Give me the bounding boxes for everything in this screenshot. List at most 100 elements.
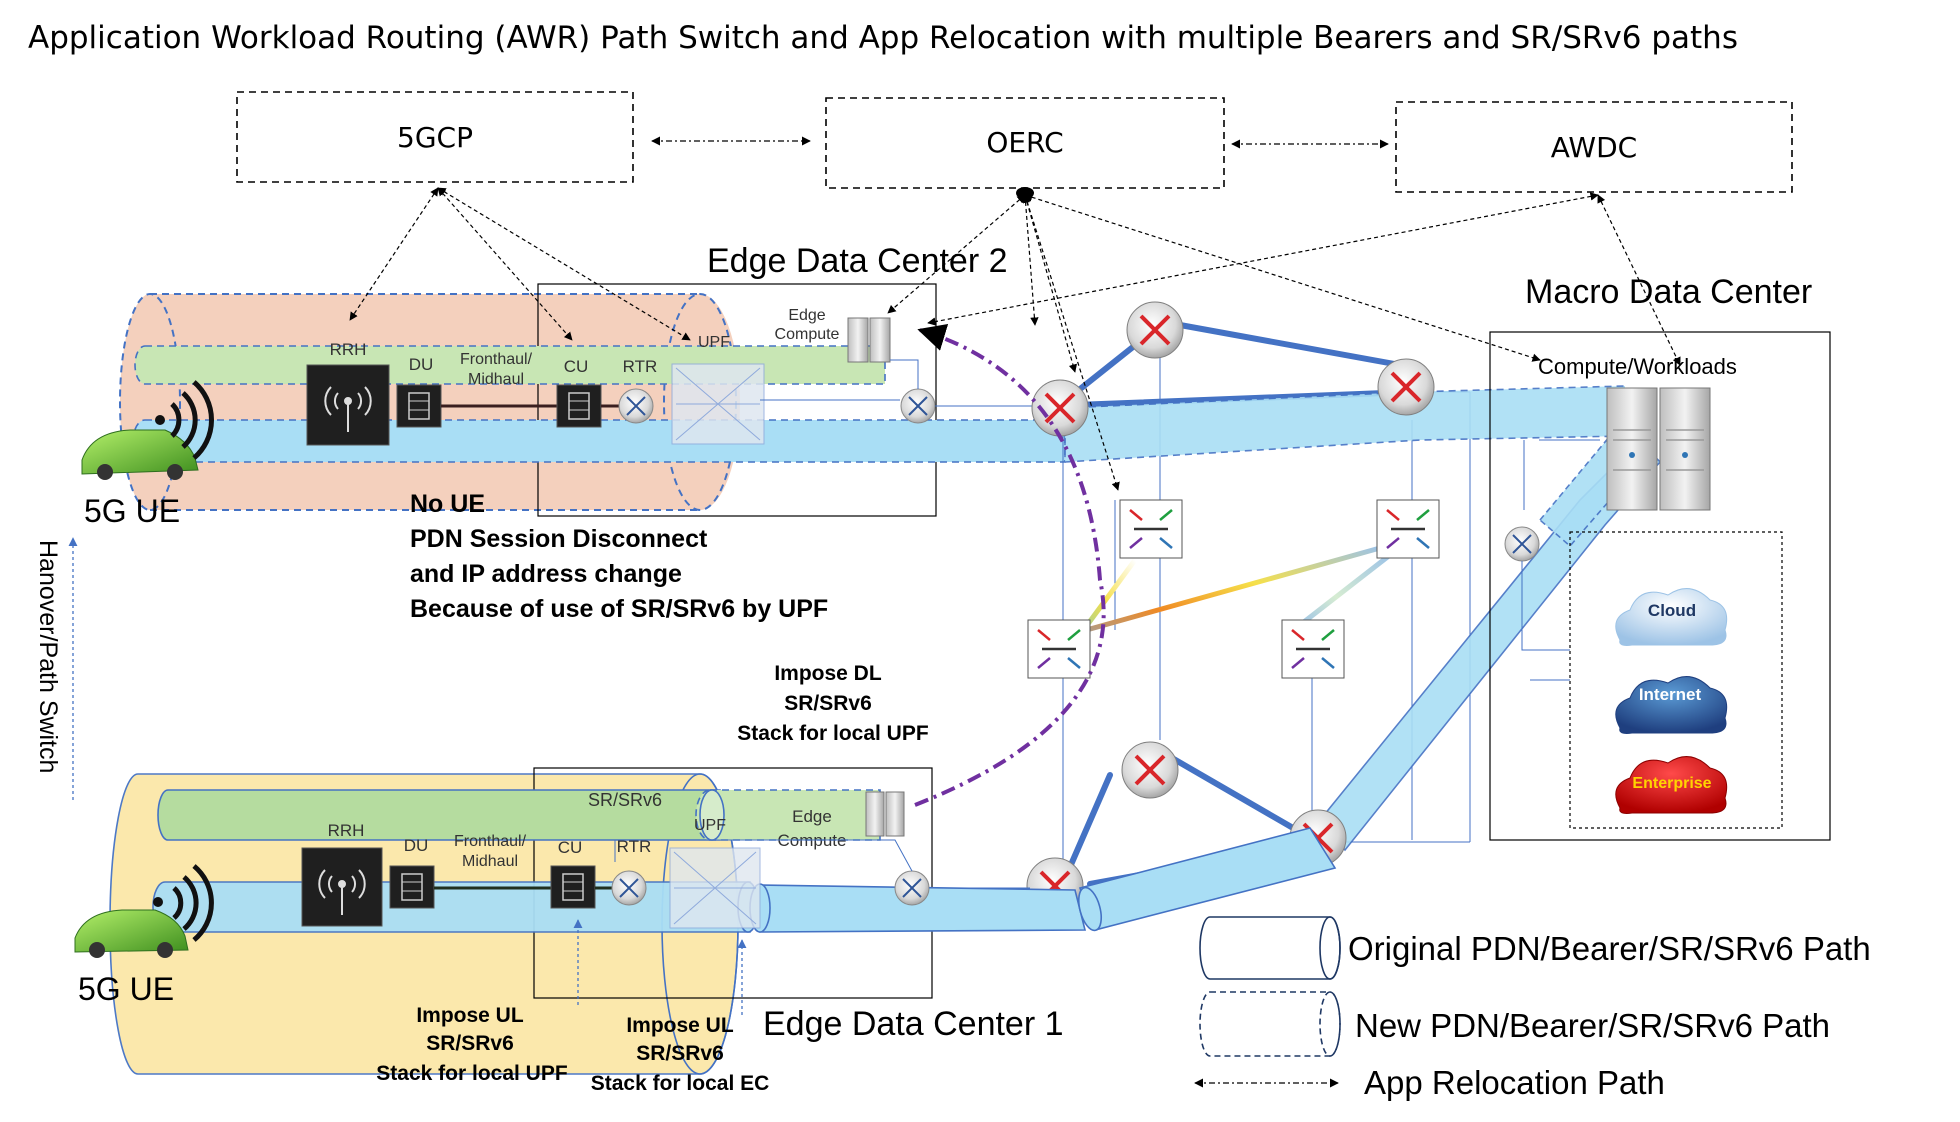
dc1-rtr-label: RTR [617,837,652,856]
dc2-du-label: DU [409,355,434,374]
legend-new-label: New PDN/Bearer/SR/SRv6 Path [1355,1007,1830,1044]
core-switch-1[interactable] [1119,499,1183,559]
dc2-edge-label: Edge [788,307,825,324]
ue-top[interactable]: 5G UE [81,380,214,529]
enterprise-label: Enterprise [1632,775,1711,792]
dc1-cu-label: CU [558,838,583,857]
dc2-rrh[interactable]: RRH [306,340,390,446]
dc1-upf[interactable]: UPF [669,817,761,929]
edge-dc2-label: Edge Data Center 2 [707,242,1008,280]
dc1-du[interactable]: DU [389,836,435,909]
app-relocation-path [914,323,1106,807]
controller-signaling [349,187,1681,491]
server-icon [847,317,891,363]
edge-dc1-group [109,767,1337,1075]
controller-awdc[interactable]: AWDC [1395,101,1793,193]
dc2-cu-label: CU [564,357,589,376]
cloud-label: Cloud [1648,601,1696,620]
internet-label: Internet [1639,685,1702,704]
ue-bottom[interactable]: 5G UE [74,864,214,1007]
dc1-srv6-label: SR/SRv6 [588,790,662,810]
controller-oerc[interactable]: OERC [825,97,1225,189]
wireless-signal-icon [155,380,214,460]
dc1-edge-router[interactable] [894,870,930,906]
legend-relocation-label: App Relocation Path [1364,1064,1665,1101]
controller-oerc-label: OERC [986,126,1063,159]
dc1-green-tube [157,789,721,841]
impose-dl-label: Impose DL SR/SRv6 Stack for local UPF [737,662,929,745]
path-tube-top [1064,385,1626,463]
antenna-icon [318,869,366,915]
internet-icon[interactable]: Internet [1615,676,1728,734]
cloud-icon[interactable]: Cloud [1615,588,1728,646]
core-router-2[interactable] [1126,301,1184,359]
wireless-signal-icon [153,864,214,942]
dc2-upf-label: UPF [698,334,730,351]
ue-bottom-label: 5G UE [78,971,174,1007]
dc2-edge-router[interactable] [900,388,936,424]
legend: Original PDN/Bearer/SR/SRv6 Path New PDN… [1194,916,1871,1101]
car-icon [74,909,189,953]
server-rack-icon[interactable] [1606,387,1711,511]
macro-services-box [1569,531,1783,829]
dc2-compute-label: Compute [775,326,840,343]
dc2-cu[interactable]: CU [556,357,602,428]
handover-indicator: Hanover/Path Switch [34,537,78,800]
svg-text:Impose UL: Impose UL [416,1004,524,1027]
core-switch-2[interactable] [1376,499,1440,559]
switch-arrows-icon [1129,509,1173,549]
dc1-rrh-label: RRH [328,821,365,840]
impose-ul-ec-label: Impose UL SR/SRv6 Stack for local EC [591,1014,770,1095]
dc1-upf-label: UPF [694,817,726,834]
svg-text:Because of use of SR/SRv6 by U: Because of use of SR/SRv6 by UPF [410,595,828,623]
edge-dc2-box [537,283,937,517]
macro-dc-group: Macro Data Center Compute/Workloads Clou… [1489,273,1831,841]
controller-5gcp[interactable]: 5GCP [236,91,634,183]
dc2-du[interactable]: DU [396,355,442,428]
legend-original-label: Original PDN/Bearer/SR/SRv6 Path [1348,930,1871,967]
legend-relocation: App Relocation Path [1194,1064,1665,1101]
no-ue-note: No UE PDN Session Disconnect and IP addr… [410,490,828,623]
svg-text:SR/SRv6: SR/SRv6 [636,1042,724,1065]
core-switch-3[interactable] [1027,619,1091,679]
dc2-rrh-label: RRH [330,340,367,359]
svg-text:Impose UL: Impose UL [626,1014,734,1037]
dc1-cu[interactable]: CU [550,838,596,909]
svg-text:SR/SRv6: SR/SRv6 [426,1032,514,1055]
handover-label: Hanover/Path Switch [34,540,62,773]
controller-5gcp-label: 5GCP [397,121,473,154]
dc2-fronthaul-label: Fronthaul/ [460,351,533,368]
svg-text:PDN Session Disconnect: PDN Session Disconnect [410,525,708,553]
dc1-rtr[interactable]: RTR [611,837,652,906]
controller-awdc-label: AWDC [1551,131,1637,164]
dc1-du-label: DU [404,836,429,855]
svg-text:SR/SRv6: SR/SRv6 [784,692,872,715]
dc2-rtr-label: RTR [623,357,658,376]
dc1-edge-compute[interactable]: Edge Compute [778,791,905,850]
page-title: Application Workload Routing (AWR) Path … [28,20,1738,56]
dc2-rtr[interactable]: RTR [618,357,658,424]
dc1-fronthaul-label: Fronthaul/ [454,833,527,850]
macro-router[interactable] [1504,526,1540,562]
edge-dc1-label: Edge Data Center 1 [763,1005,1064,1043]
impose-ul-upf-label: Impose UL SR/SRv6 Stack for local UPF [376,1004,568,1085]
dc1-midhaul-label: Midhaul [462,853,518,870]
dc2-upf[interactable]: UPF [671,334,765,445]
svg-text:No UE: No UE [410,490,485,518]
enterprise-icon[interactable]: Enterprise [1615,756,1728,814]
svg-text:Stack for local UPF: Stack for local UPF [737,722,929,745]
dc2-edge-compute[interactable]: Edge Compute [775,307,891,363]
legend-new: New PDN/Bearer/SR/SRv6 Path [1199,991,1830,1057]
oerc-hub-dot [1016,187,1034,199]
legend-original: Original PDN/Bearer/SR/SRv6 Path [1199,916,1871,980]
svg-text:Stack for local EC: Stack for local EC [591,1072,770,1095]
core-switch-4[interactable] [1281,619,1345,679]
svg-text:and IP address change: and IP address change [410,560,682,588]
ue-top-label: 5G UE [84,493,180,529]
core-router-4[interactable] [1121,741,1179,799]
dc1-rrh[interactable]: RRH [301,821,383,927]
server-icon [865,791,905,837]
svg-text:Impose DL: Impose DL [774,662,882,685]
core-router-3[interactable] [1377,358,1435,416]
